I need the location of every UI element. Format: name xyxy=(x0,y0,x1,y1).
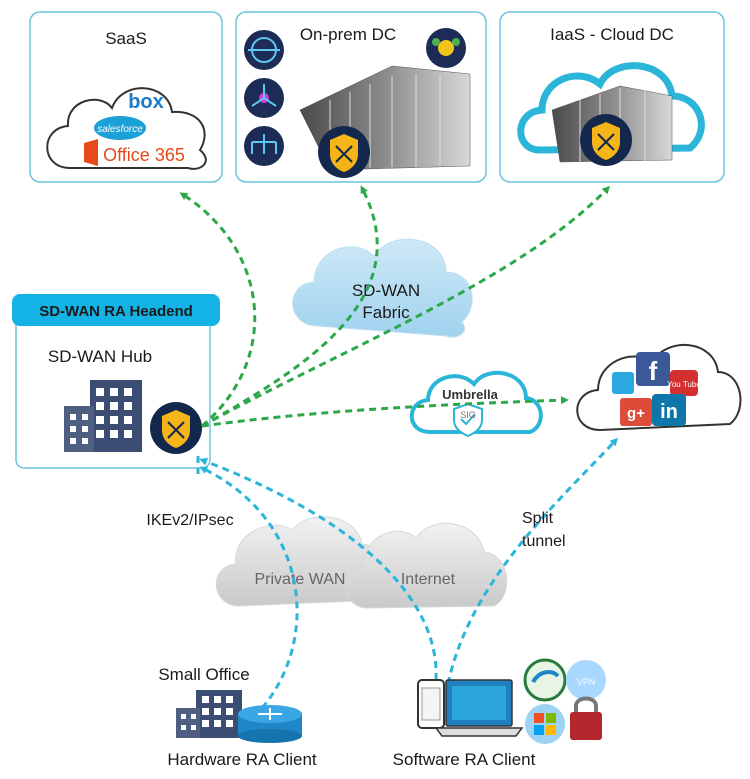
network-icon-blue-1 xyxy=(244,30,284,70)
iaas-box: IaaS - Cloud DC xyxy=(499,11,725,183)
small-office-label: Small Office xyxy=(158,665,249,684)
split-tunnel xyxy=(446,437,619,685)
tunnel-protocol-label: IKEv2/IPsec xyxy=(146,512,233,529)
sdwan-tunnels xyxy=(179,185,611,428)
private-wan-label: Private WAN xyxy=(255,571,346,588)
gplus-icon: g+ xyxy=(620,398,652,426)
svg-text:Office 365: Office 365 xyxy=(103,145,185,165)
fabric-label-2: Fabric xyxy=(362,303,410,322)
tunnel-to-onprem xyxy=(201,185,379,428)
box-logo: box xyxy=(128,91,164,113)
headend-box: SD-WAN RA Headend SD-WAN Hub xyxy=(12,294,220,469)
sw-client-label: Software RA Client xyxy=(393,750,536,769)
umbrella-label: Umbrella xyxy=(442,387,498,402)
tunnel-hw-client xyxy=(199,466,299,709)
twitter-icon xyxy=(612,372,634,394)
tunnel-to-saas xyxy=(179,192,257,428)
apple-vpn-icon: VPN xyxy=(566,660,606,700)
tunnel-sw-client xyxy=(199,458,438,681)
svg-text:f: f xyxy=(649,356,658,386)
hub-router-shield-icon xyxy=(150,402,202,454)
ra-tunnels xyxy=(196,437,619,709)
tunnel-to-iaas xyxy=(201,185,611,428)
onprem-router-shield-icon xyxy=(318,126,370,178)
headend-tag xyxy=(12,294,220,326)
svg-text:g+: g+ xyxy=(627,405,645,422)
svg-text:in: in xyxy=(660,401,678,423)
sig-shield-icon xyxy=(453,402,483,438)
tunnel-to-internet-apps xyxy=(201,396,569,428)
lock-icon xyxy=(570,696,602,740)
sig-label: SIG xyxy=(460,410,476,420)
onprem-box: On-prem DC xyxy=(235,11,487,183)
split-label-1: Split xyxy=(522,510,554,527)
iaas-router-shield-icon xyxy=(580,114,632,166)
network-icon-blue-3 xyxy=(244,126,284,166)
split-label-2: tunnel xyxy=(522,533,566,550)
svg-text:VPN: VPN xyxy=(577,677,596,687)
internet-cloud: Internet xyxy=(345,522,508,609)
svg-text:You Tube: You Tube xyxy=(667,380,701,389)
router-icon xyxy=(238,705,302,743)
hw-client-label: Hardware RA Client xyxy=(167,750,317,769)
hub-building-icon xyxy=(64,380,142,452)
saas-title: SaaS xyxy=(105,29,147,48)
facebook-icon: f xyxy=(636,352,670,386)
phone-icon xyxy=(417,679,445,729)
umbrella-sig-cloud: Umbrella SIG xyxy=(409,370,543,438)
laptop-icon xyxy=(434,679,524,737)
saas-box: SaaS box salesforce Office 365 xyxy=(29,11,223,183)
office365-logo: Office 365 xyxy=(84,139,185,166)
svg-text:salesforce: salesforce xyxy=(97,124,143,135)
network-icon-blue-2 xyxy=(244,78,284,118)
internet-label: Internet xyxy=(401,571,456,588)
salesforce-logo: salesforce xyxy=(94,116,146,140)
internet-apps-cloud: f You Tube g+ in xyxy=(576,343,742,432)
anyconnect-icon xyxy=(523,658,567,702)
onprem-title: On-prem DC xyxy=(300,25,396,44)
iaas-title: IaaS - Cloud DC xyxy=(550,25,674,44)
sdwan-fabric-cloud: SD-WAN Fabric xyxy=(292,238,473,338)
hub-label: SD-WAN Hub xyxy=(48,347,152,366)
windows-icon xyxy=(525,704,565,744)
linkedin-icon: in xyxy=(652,394,686,426)
office-building-icon xyxy=(176,690,242,738)
users-icon xyxy=(426,28,466,68)
headend-tag-label: SD-WAN RA Headend xyxy=(39,303,193,320)
youtube-icon: You Tube xyxy=(667,370,701,396)
